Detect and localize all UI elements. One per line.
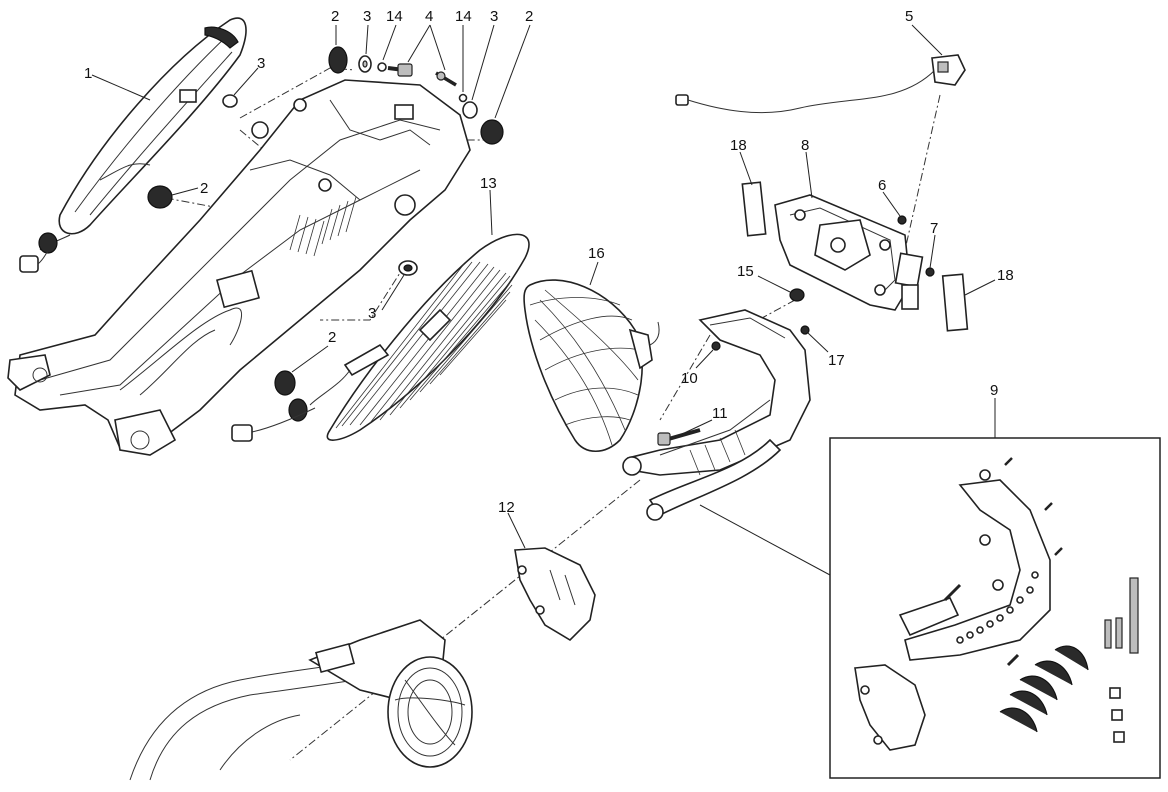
grommets (147, 46, 504, 422)
washers-and-spacers (222, 55, 478, 276)
plate-bracket (774, 194, 924, 311)
callout-10: 10 (681, 370, 698, 387)
leader-lines (91, 24, 996, 549)
callout-2-left-panel: 2 (200, 180, 208, 197)
callout-16: 16 (588, 245, 605, 262)
callout-3-top-right: 3 (490, 8, 498, 25)
right-side-panel (231, 233, 530, 442)
callout-5: 5 (905, 8, 913, 25)
callout-2-top-right: 2 (525, 8, 533, 25)
reflectors (741, 181, 969, 332)
screws (387, 63, 457, 87)
callout-13: 13 (480, 175, 497, 192)
callout-12: 12 (498, 499, 515, 516)
callout-2-right-panel: 2 (328, 329, 336, 346)
callout-7: 7 (930, 220, 938, 237)
small-fasteners (711, 215, 935, 351)
callout-18-left: 18 (730, 137, 747, 154)
exhaust-rear-body (129, 619, 473, 781)
callout-14-top-left: 14 (386, 8, 403, 25)
rear-subframe (7, 79, 471, 456)
callout-18-right: 18 (997, 267, 1014, 284)
callout-4: 4 (425, 8, 433, 25)
callout-6: 6 (878, 177, 886, 194)
callout-8: 8 (801, 137, 809, 154)
callout-11: 11 (712, 405, 728, 422)
wiring-harness (675, 54, 966, 114)
tail-light (523, 279, 660, 453)
callout-14-top-right: 14 (455, 8, 472, 25)
callout-2-top-left: 2 (331, 8, 339, 25)
callout-17: 17 (828, 352, 845, 369)
callout-3-right-panel: 3 (368, 305, 376, 322)
kit-detail-inset (699, 398, 1161, 779)
callout-3-top-left: 3 (363, 8, 371, 25)
callout-9: 9 (990, 382, 998, 399)
heel-guard (514, 547, 596, 642)
callout-3-left-panel: 3 (257, 55, 265, 72)
rear-bracket (622, 309, 811, 521)
callout-15: 15 (737, 263, 754, 280)
callout-1: 1 (84, 65, 92, 82)
callout-labels: 1 2 3 14 4 14 3 2 5 3 2 13 3 2 18 8 6 7 … (84, 8, 1014, 516)
left-side-panel (19, 17, 247, 273)
